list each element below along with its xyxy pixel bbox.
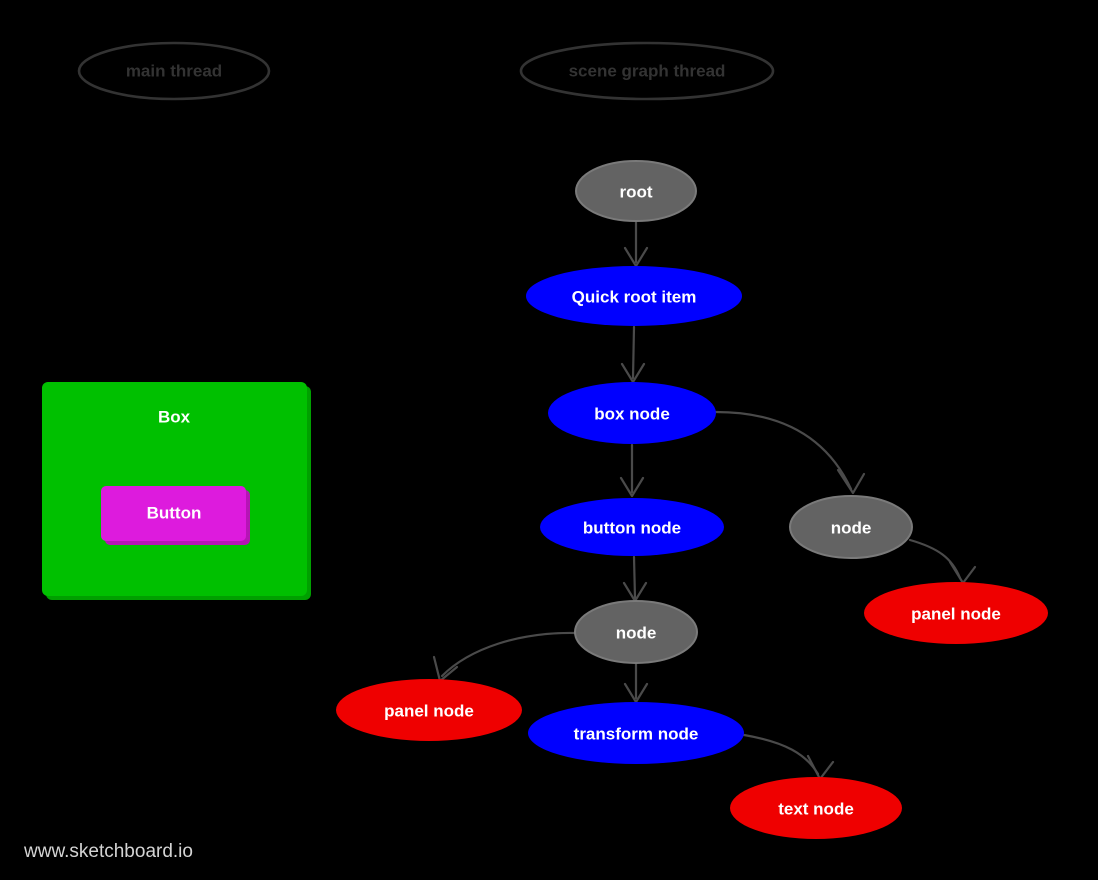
transform-node[interactable]: transform node [528,702,744,764]
lane-main-thread[interactable]: main thread [77,41,271,101]
node-center[interactable]: node [574,600,698,664]
node-label: node [831,519,872,538]
node-label: panel node [911,605,1001,624]
lane-scene-graph-thread[interactable]: scene graph thread [519,41,775,101]
root-node[interactable]: root [575,160,697,222]
arrowhead-icon [620,362,646,384]
panel-node-right[interactable]: panel node [864,582,1048,644]
button-node[interactable]: button node [540,498,724,556]
node-ellipse [526,266,742,326]
edge-line [714,410,853,491]
node-label: box node [594,405,670,424]
lane-label: scene graph thread [569,62,726,81]
arrowhead-icon [836,468,866,495]
shape-label: Box [158,408,191,427]
node-right[interactable]: node [789,495,913,559]
box-node[interactable]: box node [548,382,716,444]
edge-line [440,631,577,678]
button-rect[interactable]: Button [101,486,250,545]
node-label: root [619,183,652,202]
lane-label: main thread [126,62,222,81]
node-label: panel node [384,702,474,721]
node-ellipse [575,160,697,222]
watermark-label: www.sketchboard.io [23,841,193,862]
edge-root-to-quick-root-item[interactable] [623,220,649,268]
node-label: transform node [574,725,699,744]
edge-box-to-node-right[interactable] [714,410,866,495]
node-ellipse [336,679,522,741]
lane-ellipse [519,41,775,101]
arrowhead-icon [619,476,645,498]
arrowhead-icon [623,246,649,268]
panel-node-left[interactable]: panel node [336,679,522,741]
node-label: node [616,624,657,643]
lane-ellipse [77,41,271,101]
node-ellipse [528,702,744,764]
node-ellipse [730,777,902,839]
node-label: button node [583,519,681,538]
edge-quick-root-item-to-box[interactable] [620,325,646,384]
node-ellipse [789,495,913,559]
node-ellipse [540,498,724,556]
edge-line [631,325,636,380]
node-label: text node [778,800,854,819]
node-ellipse [864,582,1048,644]
quick-root-item[interactable]: Quick root item [526,266,742,326]
lanes-layer: main thread scene graph thread [77,41,775,101]
node-ellipse [574,600,698,664]
text-node[interactable]: text node [730,777,902,839]
edge-line [632,555,637,600]
node-label: Quick root item [572,288,697,307]
shape-body [101,486,246,541]
edge-box-to-button[interactable] [619,443,645,498]
node-ellipse [548,382,716,444]
shape-label: Button [147,504,202,523]
